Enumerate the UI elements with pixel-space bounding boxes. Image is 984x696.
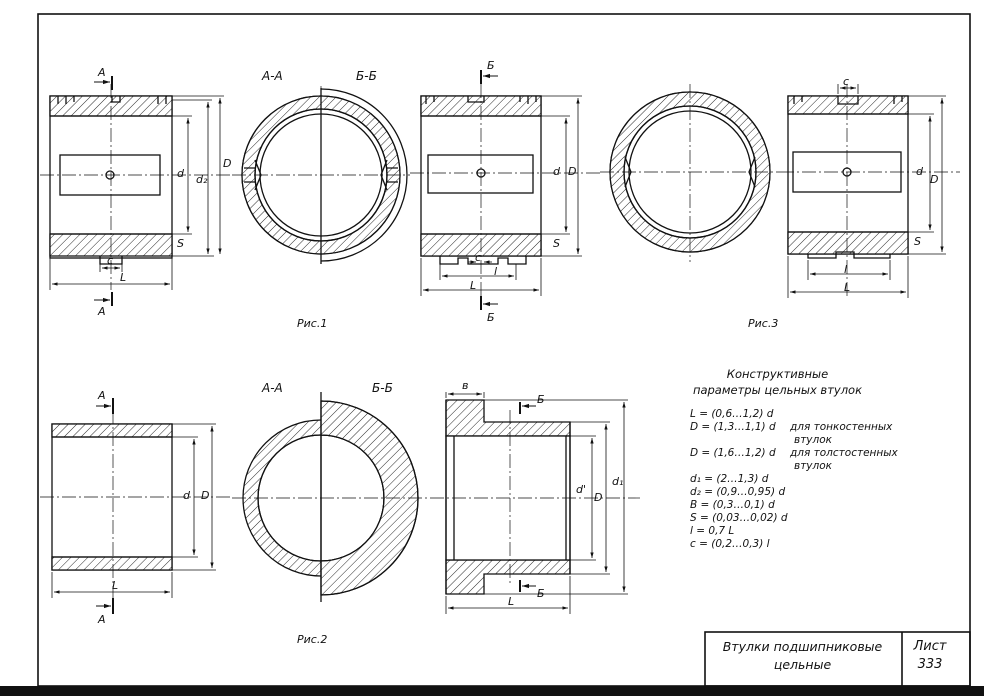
section-title-aa-2: А-А xyxy=(262,381,283,395)
dim-d1: d₁ xyxy=(612,475,624,488)
dim-d-2: d xyxy=(553,165,560,178)
dim-l-3: l xyxy=(844,263,848,276)
param-note-thick-2: втулок xyxy=(794,460,832,472)
param-row-text: D = (1,3…1,1) d xyxy=(690,421,776,433)
param-row: l = 0,7 L xyxy=(690,525,735,537)
param-row: d₂ = (0,9…0,95) d xyxy=(690,486,786,498)
fig3-front-view xyxy=(787,95,909,259)
dim-D: D xyxy=(223,157,232,170)
param-row: D = (1,3…1,1) d для тонкостенных втулок xyxy=(690,421,920,446)
dim-l-2: l xyxy=(494,265,498,278)
title-block-sheet: Лист 333 xyxy=(902,638,958,674)
section-mark-a-top: А xyxy=(98,66,106,79)
dim-D-3: D xyxy=(930,173,939,186)
figure-caption-2: Рис.2 xyxy=(297,633,328,646)
dim-D-4: D xyxy=(201,489,210,502)
dim-D-5: D xyxy=(594,491,603,504)
section-title-bb-2: Б-Б xyxy=(372,381,393,395)
param-row xyxy=(690,460,920,473)
params-title-line2: параметры цельных втулок xyxy=(692,383,863,397)
section-mark-a-top-2: А xyxy=(98,389,106,402)
dim-L: L xyxy=(120,271,127,284)
dim-d: d xyxy=(177,167,184,180)
dim-d2: d₂ xyxy=(196,173,208,186)
param-row-text: D = (1,6…1,2) d xyxy=(690,447,776,459)
param-row xyxy=(690,434,920,447)
section-title-bb: Б-Б xyxy=(356,69,377,83)
dim-S-2: S xyxy=(553,237,560,250)
section-mark-a-bottom: А xyxy=(98,305,106,318)
dim-d-3: d xyxy=(916,165,923,178)
section-mark-a-bottom-2: А xyxy=(98,613,106,626)
dim-L-3: L xyxy=(844,281,851,294)
dim-c-2: c xyxy=(475,251,482,264)
section-title-aa: А-А xyxy=(262,69,283,83)
params-list: L = (0,6…1,2) d D = (1,3…1,1) d для тонк… xyxy=(690,408,920,551)
section-mark-b-top-2: Б xyxy=(537,393,545,406)
param-note-thick-1: для толстостенных xyxy=(790,447,898,459)
title-block-name-line1: Втулки подшипниковые xyxy=(722,639,883,654)
dim-dprime: d' xyxy=(576,483,587,496)
param-row: c = (0,2…0,3) l xyxy=(690,538,770,550)
dim-b: в xyxy=(462,379,469,392)
figure-caption-3: Рис.3 xyxy=(748,317,779,330)
section-mark-b-top: Б xyxy=(487,59,495,72)
dim-S-3: S xyxy=(914,235,921,248)
dim-D-2: D xyxy=(568,165,577,178)
dim-S: S xyxy=(177,237,184,250)
section-mark-b-bottom: Б xyxy=(487,311,495,324)
figure-caption-1: Рис.1 xyxy=(297,317,328,330)
param-row: L = (0,6…1,2) d xyxy=(690,408,774,420)
params-title: Конструктивные параметры цельных втулок xyxy=(690,366,865,398)
dim-c-3: c xyxy=(843,75,850,88)
title-block-name-line2: цельные xyxy=(773,657,832,672)
dim-L-5: L xyxy=(508,595,515,608)
scan-edge-strip xyxy=(0,686,984,696)
title-block-name: Втулки подшипниковые цельные xyxy=(705,638,900,674)
param-row: D = (1,6…1,2) d для толстостенных втулок xyxy=(690,447,920,472)
dim-c: c xyxy=(107,254,114,267)
param-note-thin-1: для тонкостенных xyxy=(790,421,893,433)
sheet-number: 333 xyxy=(917,657,943,672)
fig2b-flanged-view xyxy=(445,399,571,595)
param-row: d₁ = (2…1,3) d xyxy=(690,473,769,485)
sheet-label: Лист xyxy=(913,639,947,654)
param-row: B = (0,3…0,1) d xyxy=(690,499,775,511)
dim-d-4: d xyxy=(183,489,190,502)
dim-L-4: L xyxy=(112,579,119,592)
param-note-thin-2: втулок xyxy=(794,434,832,446)
section-mark-b-bottom-2: Б xyxy=(537,587,545,600)
params-title-line1: Конструктивные xyxy=(726,367,829,381)
dim-L-2: L xyxy=(470,279,477,292)
param-row: S = (0,03…0,02) d xyxy=(690,512,788,524)
